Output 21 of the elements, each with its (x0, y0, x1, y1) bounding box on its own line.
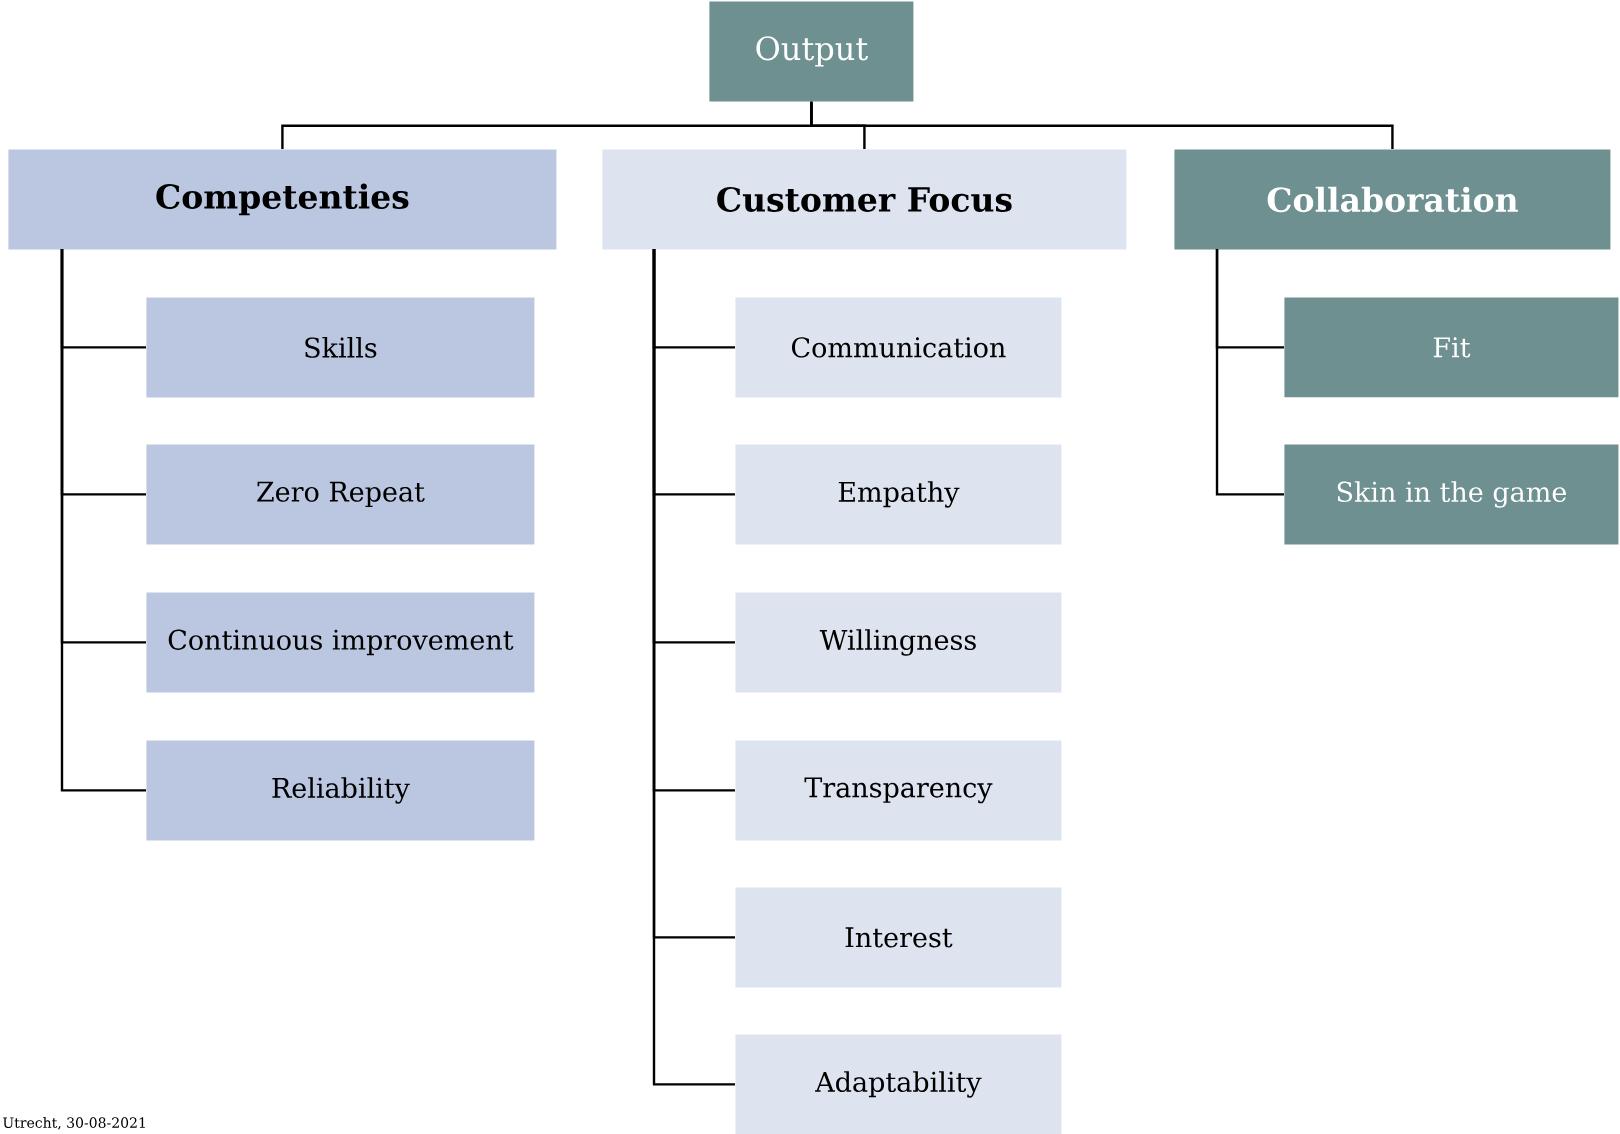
item-box: Transparency (735, 740, 1062, 841)
item-box: Willingness (735, 592, 1062, 693)
connector-line (652, 249, 735, 1086)
item-box: Skin in the game (1284, 444, 1619, 545)
item-box: Fit (1284, 297, 1619, 398)
footer-note: Utrecht, 30-08-2021 (3, 1117, 145, 1130)
item-box: Empathy (735, 444, 1062, 545)
category-box: Competenties (8, 149, 557, 250)
item-box: Continuous improvement (146, 592, 535, 693)
connector-line (810, 101, 1394, 149)
item-box: Reliability (146, 740, 535, 841)
category-box: Collaboration (1174, 149, 1611, 250)
item-box: Zero Repeat (146, 444, 535, 545)
item-box: Interest (735, 887, 1062, 988)
item-box: Adaptability (735, 1034, 1062, 1134)
connector-line (60, 249, 146, 792)
item-box: Skills (146, 297, 535, 398)
root-box: Output (709, 1, 914, 102)
connector-line (1215, 249, 1284, 496)
item-box: Communication (735, 297, 1062, 398)
category-box: Customer Focus (602, 149, 1127, 250)
